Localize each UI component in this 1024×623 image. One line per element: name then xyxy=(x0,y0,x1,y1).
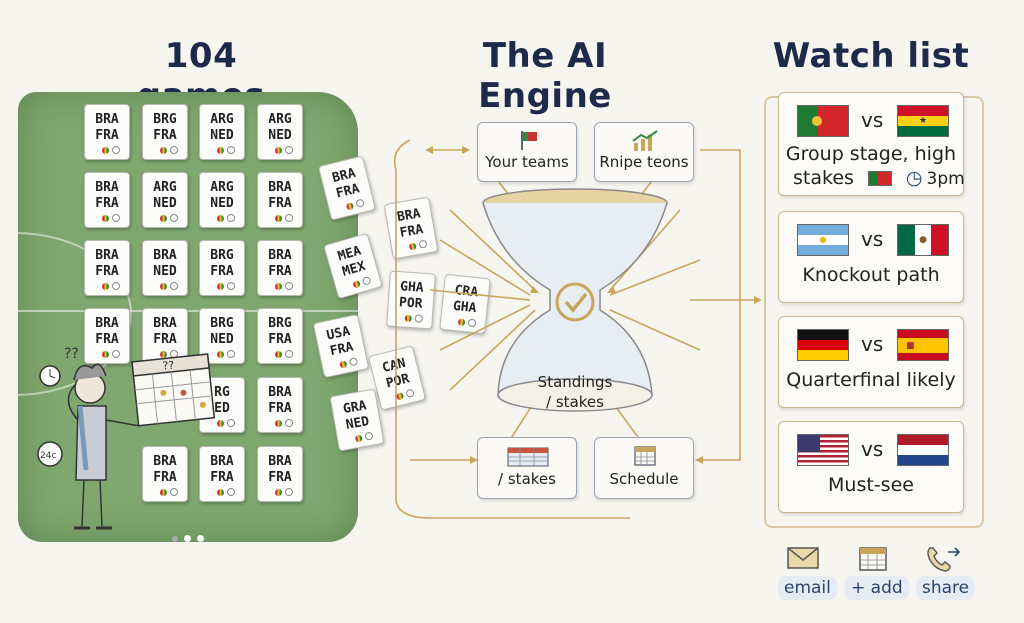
calendar-icon: ?? xyxy=(131,353,216,427)
add-button[interactable]: + add xyxy=(845,576,909,600)
pagination-dots xyxy=(172,527,204,546)
match-note: Must-see xyxy=(828,474,914,496)
match-time: 3pm xyxy=(926,169,965,189)
match-note: Knockout path xyxy=(802,264,940,286)
calendar-add-icon xyxy=(859,547,887,571)
schedule-box: Schedule xyxy=(594,437,694,499)
rnipe-teons-box: Rnipe teons xyxy=(594,122,694,182)
mexico-flag: ● xyxy=(897,224,949,256)
svg-text:??: ?? xyxy=(64,346,79,362)
vs-label: vs xyxy=(861,108,884,132)
calendar-icon xyxy=(634,446,656,466)
vs-label: vs xyxy=(861,437,884,461)
ghana-flag: ★ xyxy=(897,105,949,137)
match-note: Group stage, high xyxy=(785,143,957,165)
phone-share-icon xyxy=(927,547,961,572)
match-note-detail: stakes◷3pm xyxy=(793,167,965,189)
argentina-flag: ● xyxy=(797,224,849,256)
clock-icon: ◷ xyxy=(905,167,923,189)
stakes-box: / stakes xyxy=(477,437,577,499)
share-button[interactable]: share xyxy=(916,576,976,600)
funnel-icon xyxy=(482,188,668,412)
portugal-mini-flag xyxy=(867,171,892,186)
usa-flag xyxy=(797,434,849,466)
email-button[interactable]: email xyxy=(778,576,837,600)
your-teams-box: Your teams xyxy=(477,122,577,182)
portugal-flag xyxy=(797,105,849,137)
svg-text:??: ?? xyxy=(162,359,175,373)
netherlands-flag xyxy=(897,434,949,466)
envelope-icon xyxy=(787,547,819,569)
watchlist-heading: Watch list xyxy=(772,36,970,76)
engine-heading: The AI Engine xyxy=(478,36,612,116)
svg-text:24c: 24c xyxy=(40,451,56,461)
match-note: Quarterfinal likely xyxy=(786,369,956,391)
standings-table-icon xyxy=(507,447,549,467)
standings-label: Standings xyxy=(538,373,613,391)
spain-flag: ■ xyxy=(897,329,949,361)
flag-icon xyxy=(521,131,537,150)
vs-label: vs xyxy=(861,227,884,251)
vs-label: vs xyxy=(861,332,884,356)
confused-fan-illustration: 24c ?? ?? xyxy=(37,346,216,530)
chart-icon xyxy=(632,130,658,151)
stakes-label: / stakes xyxy=(546,393,604,411)
checkmark-icon xyxy=(555,282,595,322)
germany-flag xyxy=(797,329,849,361)
